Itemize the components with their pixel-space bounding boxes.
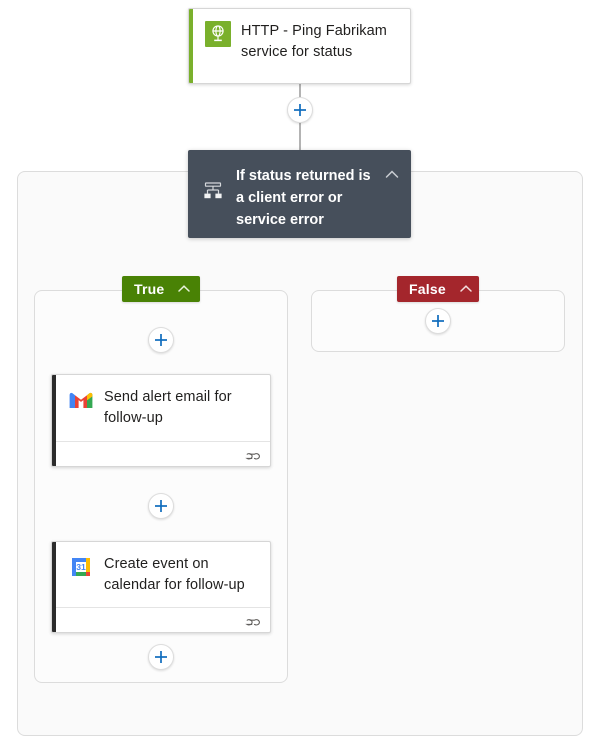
plus-icon	[155, 500, 167, 512]
action-card-create-event[interactable]: 31 Create event on calendar for follow-u…	[51, 541, 271, 633]
add-step-button-between-actions[interactable]	[148, 493, 174, 519]
chevron-up-icon[interactable]	[383, 166, 401, 184]
add-step-button-after-trigger[interactable]	[287, 97, 313, 123]
plus-icon	[155, 334, 167, 346]
chevron-up-icon[interactable]	[176, 281, 192, 297]
retry-policy-icon[interactable]	[243, 615, 260, 629]
branch-badge-false[interactable]: False	[397, 276, 479, 302]
action-accent-bar	[52, 375, 56, 466]
svg-text:31: 31	[76, 562, 86, 572]
action-title-create-event: Create event on calendar for follow-up	[104, 556, 245, 593]
branch-label-true: True	[134, 281, 165, 297]
trigger-card-http[interactable]: HTTP - Ping Fabrikam service for status	[188, 8, 411, 84]
action-card-footer	[52, 441, 270, 466]
chevron-up-icon[interactable]	[458, 281, 474, 297]
condition-title: If status returned is a client error or …	[236, 168, 371, 228]
branch-label-false: False	[409, 281, 446, 297]
action-accent-bar	[52, 542, 56, 632]
gmail-icon	[68, 387, 94, 413]
condition-icon	[200, 178, 226, 204]
action-title-send-email: Send alert email for follow-up	[104, 389, 232, 426]
add-step-button-true-branch-top[interactable]	[148, 327, 174, 353]
condition-node[interactable]: If status returned is a client error or …	[188, 150, 411, 238]
branch-badge-true[interactable]: True	[122, 276, 200, 302]
plus-icon	[155, 651, 167, 663]
add-step-button-false-branch[interactable]	[425, 308, 451, 334]
plus-icon	[294, 104, 306, 116]
retry-policy-icon[interactable]	[243, 449, 260, 463]
action-card-send-email[interactable]: Send alert email for follow-up	[51, 374, 271, 467]
google-calendar-icon: 31	[68, 554, 94, 580]
plus-icon	[432, 315, 444, 327]
trigger-accent-bar	[189, 9, 193, 83]
trigger-title: HTTP - Ping Fabrikam service for status	[241, 23, 387, 60]
action-card-footer	[52, 607, 270, 632]
http-globe-icon	[205, 21, 231, 47]
add-step-button-true-branch-bottom[interactable]	[148, 644, 174, 670]
